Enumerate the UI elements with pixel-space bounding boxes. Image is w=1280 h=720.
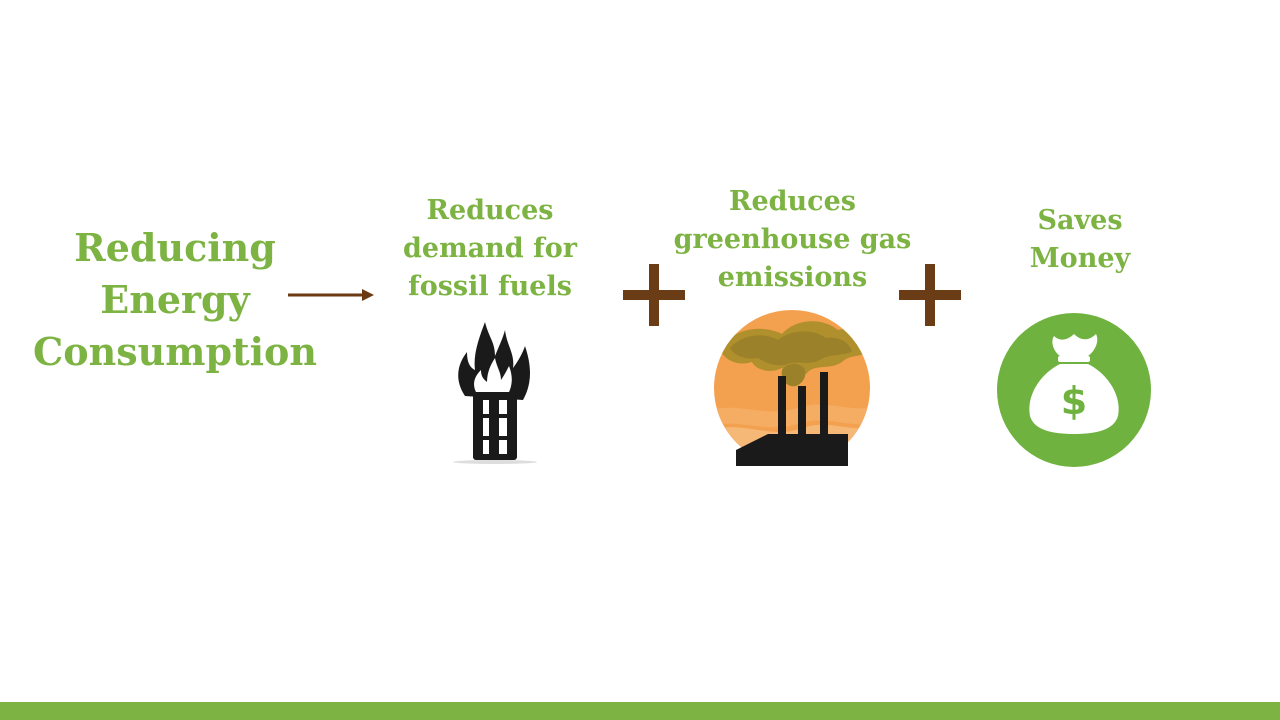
- arrow-right-icon: [288, 289, 374, 301]
- benefit-label-line: Reduces: [426, 195, 554, 226]
- benefit-label-line: greenhouse gas: [673, 224, 912, 255]
- benefit-label-line: Reduces: [729, 186, 856, 217]
- benefit-label-line: emissions: [717, 262, 868, 293]
- benefit-label-line: demand for: [403, 233, 577, 264]
- factory-smoke-icon: [714, 310, 870, 466]
- burning-barrel-icon: [453, 322, 537, 464]
- plus-icon: [899, 264, 961, 326]
- benefit-label-saves-money: Saves Money: [990, 202, 1170, 278]
- plus-icon: [623, 264, 685, 326]
- benefit-label-line: Money: [1029, 243, 1131, 274]
- benefit-label-line: Saves: [1037, 205, 1123, 236]
- main-title-line: Energy: [100, 277, 250, 322]
- benefit-label-line: fossil fuels: [408, 271, 572, 302]
- money-bag-icon: $: [997, 313, 1151, 467]
- benefit-label-fossil-fuels: Reduces demand for fossil fuels: [380, 192, 600, 306]
- dollar-sign-icon: $: [1061, 379, 1087, 423]
- main-title: Reducing Energy Consumption: [20, 222, 330, 378]
- bottom-bar: [0, 702, 1280, 720]
- main-title-line: Reducing: [74, 225, 276, 270]
- benefit-label-emissions: Reduces greenhouse gas emissions: [650, 183, 935, 297]
- main-title-line: Consumption: [33, 329, 317, 374]
